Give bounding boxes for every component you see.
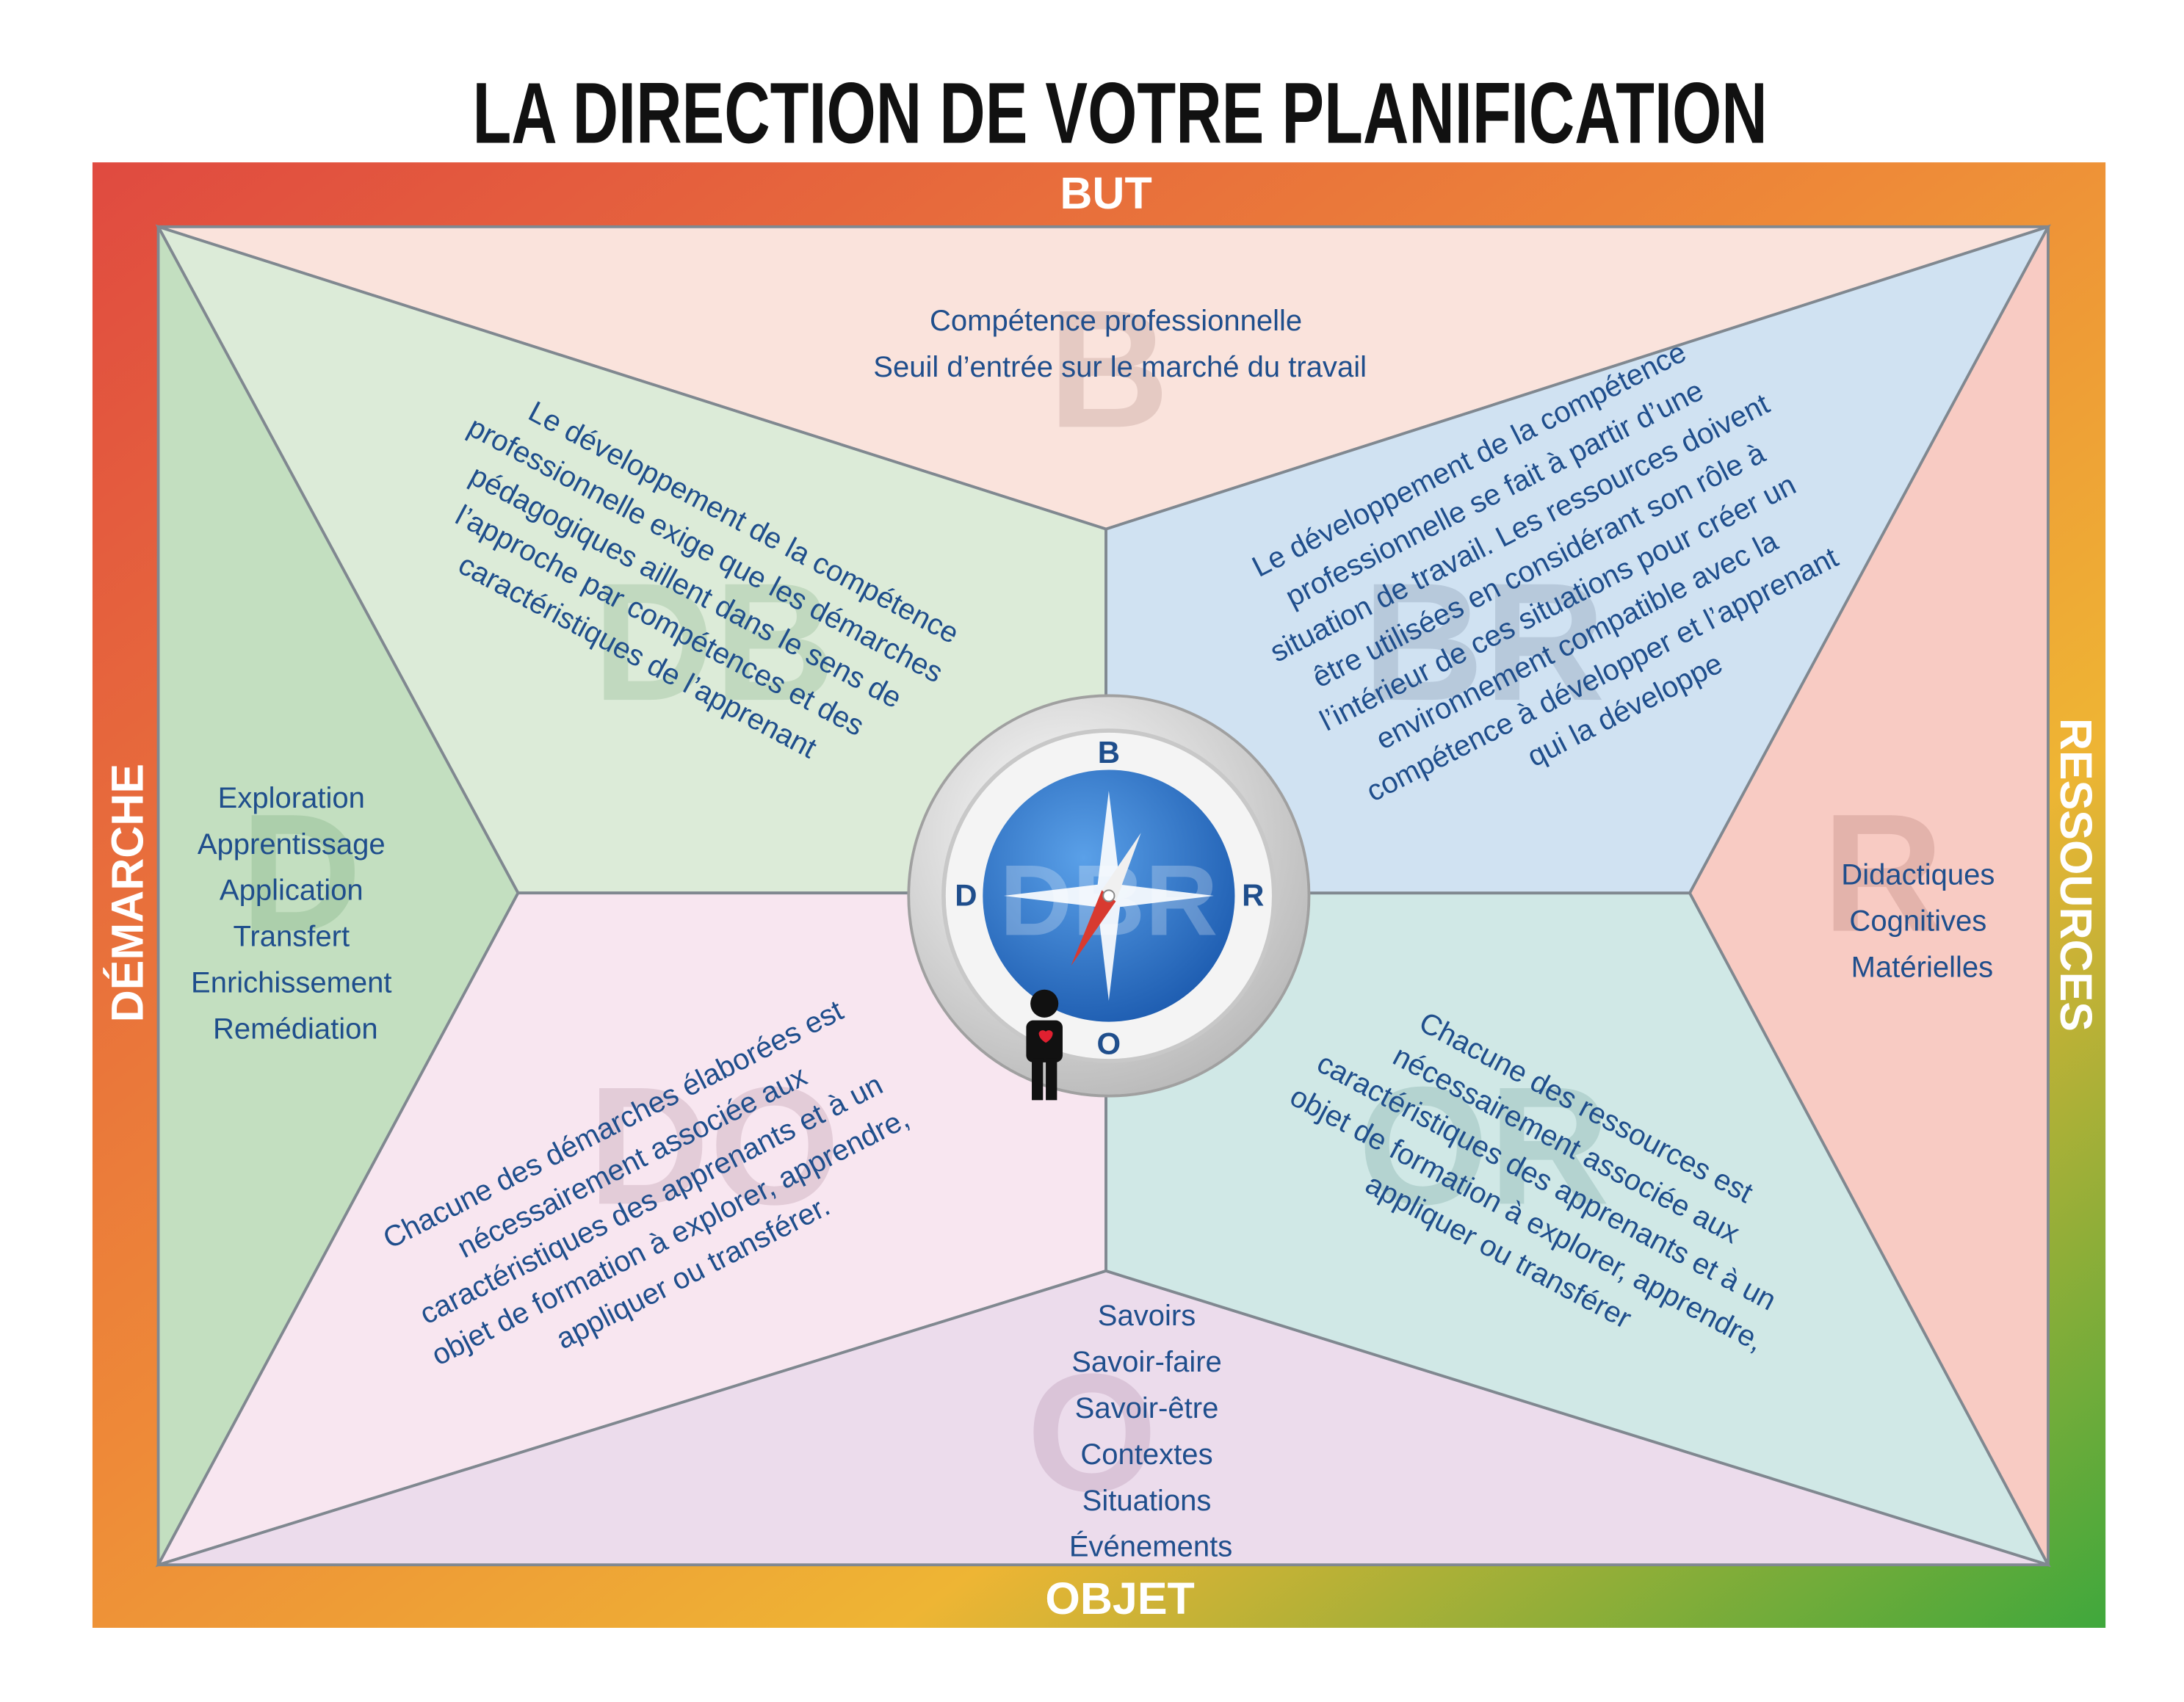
compass-needle-south [1071, 890, 1116, 966]
text-d: Exploration Apprentissage Application Tr… [191, 782, 400, 1046]
compass-east: R [1242, 877, 1264, 912]
text-r: Didactiques Cognitives Matérielles [1841, 859, 2003, 984]
compass-icon: DBR B D R O [907, 694, 1311, 1098]
watermark-r: R [1822, 780, 1943, 967]
watermark-do: DO [588, 1052, 840, 1239]
person-icon [1026, 989, 1063, 1101]
watermark-o: O [1027, 1339, 1157, 1527]
compass-south: O [1097, 1026, 1121, 1060]
label-but: BUT [1060, 168, 1151, 218]
watermark-db: DB [593, 548, 835, 736]
label-objet: OBJET [1045, 1574, 1194, 1623]
text-o: Savoirs Savoir-faire Savoir-être Context… [1069, 1300, 1232, 1563]
watermark-b: B [1048, 275, 1169, 463]
label-ressources: RESSOURCES [2051, 718, 2101, 1032]
watermark-or: OR [1358, 1052, 1610, 1239]
page-title: LA DIRECTION DE VOTRE PLANIFICATION [472, 65, 1767, 162]
compass-north: B [1098, 735, 1120, 769]
text-b: Compétence professionnelle Seuil d’entré… [873, 305, 1367, 383]
regions [155, 224, 2051, 1568]
compass-west: D [955, 877, 977, 912]
watermark-br: BR [1363, 548, 1605, 736]
watermark-d: D [240, 780, 361, 967]
compass-needle-north [1102, 833, 1141, 902]
label-demarche: DÉMARCHE [103, 764, 153, 1022]
